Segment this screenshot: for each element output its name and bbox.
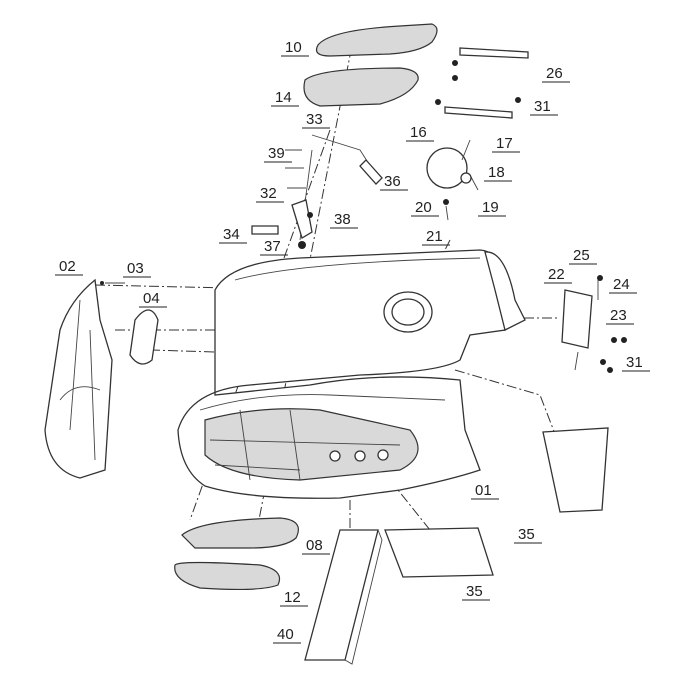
part-label: 31 — [530, 98, 558, 116]
part-label: 24 — [609, 276, 637, 294]
part-number: 22 — [548, 266, 565, 283]
part-16-fuel-cap — [426, 139, 479, 191]
part-40-foam-block — [304, 529, 383, 665]
part-04-light — [129, 309, 159, 365]
part-label: 40 — [273, 626, 301, 644]
part-number: 02 — [59, 258, 76, 275]
part-labels: 10 14 26 31 33 16 17 39 36 18 32 20 19 38 21 34 37 02 03 04… — [55, 39, 650, 644]
part-number: 16 — [410, 124, 427, 141]
part-number: 36 — [384, 173, 401, 190]
part-number: 31 — [534, 98, 551, 115]
part-number: 33 — [306, 111, 323, 128]
part-14-trim — [303, 67, 419, 107]
part-03-screw — [100, 281, 125, 285]
part-01-body-shell — [177, 249, 526, 499]
part-number: 21 — [426, 228, 443, 245]
part-number: 39 — [268, 145, 285, 162]
part-number: 23 — [610, 307, 627, 324]
part-number: 04 — [143, 290, 160, 307]
part-label: 10 — [281, 39, 309, 57]
part-label: 37 — [260, 238, 288, 256]
part-02-side-panel — [44, 278, 113, 479]
part-20-21-hardware — [443, 199, 449, 221]
part-number: 38 — [334, 211, 351, 228]
part-label: 02 — [55, 258, 83, 276]
part-number: 10 — [285, 39, 302, 56]
part-22-25-bracket — [561, 275, 627, 373]
part-number: 32 — [260, 185, 277, 202]
part-number: 40 — [277, 626, 294, 643]
part-label: 03 — [123, 260, 151, 278]
part-label: 39 — [264, 145, 292, 163]
part-32-34-37-38-hardware — [251, 149, 313, 249]
part-number: 35 — [518, 526, 535, 543]
part-number: 12 — [284, 589, 301, 606]
part-label: 32 — [256, 185, 284, 203]
part-08-lower-trim — [181, 517, 299, 549]
part-number: 31 — [626, 354, 643, 371]
part-number: 17 — [496, 135, 513, 152]
part-label: 16 — [406, 124, 434, 142]
part-label: 22 — [544, 266, 572, 284]
part-label: 26 — [542, 65, 570, 83]
part-number: 01 — [475, 482, 492, 499]
part-number: 24 — [613, 276, 630, 293]
part-label: 23 — [606, 307, 634, 325]
part-label: 35 — [462, 583, 490, 601]
part-number: 34 — [223, 226, 240, 243]
part-number: 03 — [127, 260, 144, 277]
part-35-panels — [384, 427, 609, 578]
part-number: 35 — [466, 583, 483, 600]
part-number: 08 — [306, 537, 323, 554]
part-12-trim — [174, 561, 281, 591]
part-label: 12 — [280, 589, 308, 607]
part-label: 19 — [478, 199, 506, 217]
part-number: 25 — [573, 247, 590, 264]
part-label: 25 — [569, 247, 597, 265]
part-label: 08 — [302, 537, 330, 555]
part-number: 26 — [546, 65, 563, 82]
part-26-31-rods — [435, 47, 529, 119]
part-label: 35 — [514, 526, 542, 544]
part-label: 20 — [411, 199, 439, 217]
part-number: 18 — [488, 164, 505, 181]
part-number: 20 — [415, 199, 432, 216]
part-label: 33 — [302, 111, 330, 129]
part-label: 04 — [139, 290, 167, 308]
part-label: 01 — [471, 482, 499, 500]
part-label: 34 — [219, 226, 247, 244]
part-number: 37 — [264, 238, 281, 255]
part-label: 36 — [380, 173, 408, 191]
part-10-upper-trim — [315, 23, 438, 57]
part-label: 18 — [484, 164, 512, 182]
part-label: 38 — [330, 211, 358, 229]
part-label: 17 — [492, 135, 520, 153]
part-label: 21 — [422, 228, 450, 246]
part-label: 31 — [622, 354, 650, 372]
part-number: 14 — [275, 89, 292, 106]
part-number: 19 — [482, 199, 499, 216]
part-label: 14 — [271, 89, 299, 107]
